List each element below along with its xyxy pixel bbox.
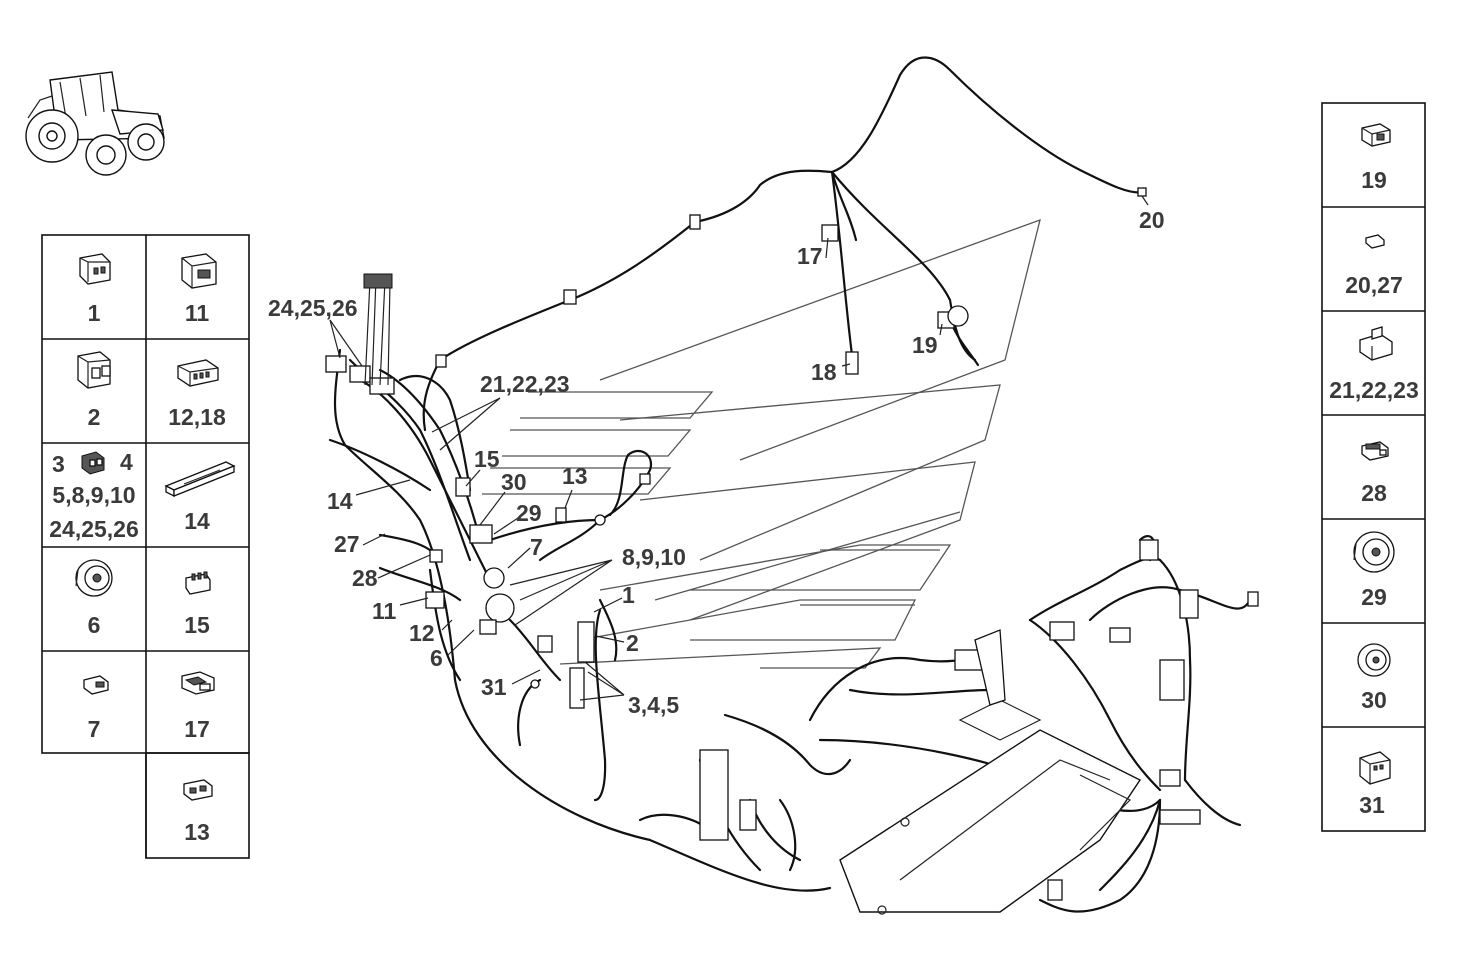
legend-cell-19: 19 bbox=[1361, 123, 1391, 193]
leader-lines bbox=[329, 195, 1149, 701]
callout-30: 30 bbox=[501, 469, 527, 495]
legend-label-13: 13 bbox=[184, 819, 210, 845]
tractor-icon bbox=[25, 71, 165, 176]
legend-label-21-22-23: 21,22,23 bbox=[1329, 377, 1419, 403]
inline-connector-icon bbox=[183, 779, 213, 801]
legend-label-20-27: 20,27 bbox=[1345, 272, 1403, 298]
callout-14: 14 bbox=[327, 488, 353, 514]
fuse-strip-icon bbox=[164, 461, 236, 498]
legend-label-12-18: 12,18 bbox=[168, 404, 226, 430]
round-connector-small-icon bbox=[1357, 643, 1391, 677]
legend-cell-1: 1 bbox=[79, 253, 111, 326]
legend-label-29: 29 bbox=[1361, 584, 1387, 610]
callout-13: 13 bbox=[562, 463, 588, 489]
legend-cell-12-18: 12,18 bbox=[168, 359, 226, 430]
harness-connectors bbox=[325, 187, 1259, 901]
legend-cell-31: 31 bbox=[1359, 751, 1391, 818]
legend-label-3: 3 bbox=[52, 451, 65, 477]
legend-label-28: 28 bbox=[1361, 480, 1387, 506]
callout-2: 2 bbox=[626, 630, 639, 656]
connector-block-icon bbox=[181, 253, 217, 289]
callout-17: 17 bbox=[797, 243, 823, 269]
legend-label-11: 11 bbox=[185, 300, 210, 326]
legend-label-31: 31 bbox=[1359, 792, 1385, 818]
legend-label-17: 17 bbox=[184, 716, 210, 742]
callout-27: 27 bbox=[334, 531, 360, 557]
callout-29: 29 bbox=[516, 500, 542, 526]
chevron-background-graphic bbox=[482, 218, 1041, 669]
callout-31: 31 bbox=[481, 674, 507, 700]
legend-label-6: 6 bbox=[88, 612, 101, 638]
legend-cell-6: 6 bbox=[75, 559, 113, 638]
legend-label-30: 30 bbox=[1361, 687, 1387, 713]
legend-label-14: 14 bbox=[184, 508, 210, 534]
callout-18: 18 bbox=[811, 359, 837, 385]
legend-cell-7: 7 bbox=[83, 675, 109, 742]
round-connector-icon bbox=[75, 559, 113, 597]
callout-7: 7 bbox=[530, 534, 543, 560]
connector-multipin-icon bbox=[177, 359, 219, 387]
small-connector-icon bbox=[81, 451, 105, 475]
legend-cell-3-4: 3 4 5,8,9,10 24,25,26 bbox=[49, 449, 139, 542]
legend-cell-20-27: 20,27 bbox=[1345, 234, 1403, 298]
callout-8-9-10: 8,9,10 bbox=[622, 544, 686, 570]
left-legend-table: 1 11 2 bbox=[41, 234, 250, 859]
legend-label-5-8-9-10: 5,8,9,10 bbox=[52, 482, 135, 508]
legend-cell-21-22-23: 21,22,23 bbox=[1329, 326, 1419, 403]
callout-11: 11 bbox=[372, 598, 397, 624]
legend-label-1: 1 bbox=[88, 300, 101, 326]
legend-label-15: 15 bbox=[184, 612, 210, 638]
legend-cell-17: 17 bbox=[181, 671, 215, 742]
legend-label-19: 19 bbox=[1361, 167, 1387, 193]
callout-6: 6 bbox=[430, 645, 443, 671]
callout-28: 28 bbox=[352, 565, 378, 591]
legend-cell-2: 2 bbox=[77, 351, 111, 430]
angled-connector-icon bbox=[181, 671, 215, 695]
tiny-connector-icon bbox=[1365, 234, 1385, 249]
three-pin-connector-icon bbox=[185, 571, 211, 595]
legend-label-24-25-26: 24,25,26 bbox=[49, 516, 139, 542]
legend-cell-14: 14 bbox=[164, 461, 236, 534]
connector-plug-icon bbox=[77, 351, 111, 389]
legend-cell-13: 13 bbox=[183, 779, 213, 845]
round-connector-icon bbox=[1353, 531, 1395, 573]
right-legend-table: 19 20,27 21,22,23 28 bbox=[1321, 102, 1426, 832]
square-connector-icon bbox=[1359, 751, 1391, 785]
box-connector-icon bbox=[1361, 123, 1391, 147]
legend-cell-11: 11 bbox=[181, 253, 217, 326]
callout-15: 15 bbox=[474, 446, 500, 472]
callout-labels: 24,25,26 21,22,23 15 30 13 29 14 27 7 8,… bbox=[268, 207, 1165, 718]
callout-12: 12 bbox=[409, 620, 435, 646]
legend-cell-29: 29 bbox=[1353, 531, 1395, 610]
legend-label-2: 2 bbox=[88, 404, 101, 430]
legend-cell-28: 28 bbox=[1361, 441, 1389, 506]
connector-socket-icon bbox=[79, 253, 111, 285]
callout-20: 20 bbox=[1139, 207, 1165, 233]
callout-24-25-26: 24,25,26 bbox=[268, 295, 358, 321]
flat-connector-icon bbox=[83, 675, 109, 695]
callout-3-4-5: 3,4,5 bbox=[628, 692, 679, 718]
callout-1: 1 bbox=[622, 582, 635, 608]
cab-floor-outline bbox=[839, 699, 1142, 915]
callout-19: 19 bbox=[912, 332, 938, 358]
legend-label-7: 7 bbox=[88, 716, 101, 742]
legend-cell-15: 15 bbox=[184, 571, 211, 638]
legend-cell-30: 30 bbox=[1357, 643, 1391, 713]
legend-label-4: 4 bbox=[120, 449, 133, 475]
clip-connector-icon bbox=[1361, 441, 1389, 461]
callout-21-22-23: 21,22,23 bbox=[480, 371, 570, 397]
hooded-connector-icon bbox=[1359, 326, 1393, 361]
